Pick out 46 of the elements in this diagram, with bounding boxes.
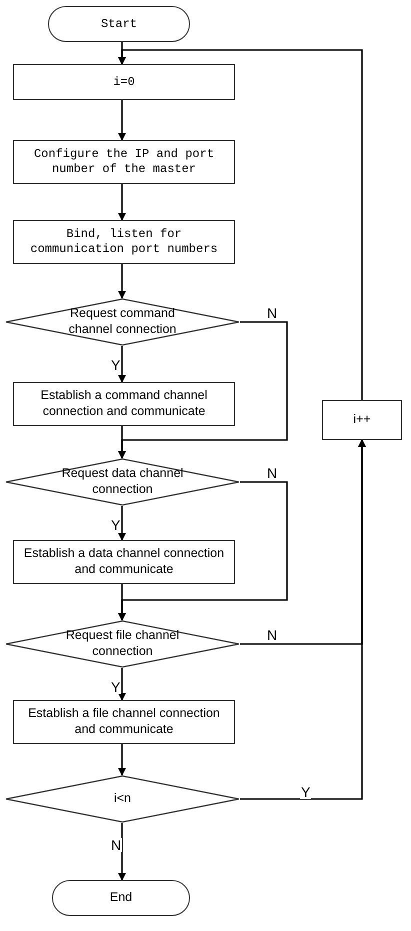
arrow [118,823,126,881]
node-text: Establish a command channel connection and communicate [40,388,208,420]
edge-label: N [266,306,278,320]
node-text: Bind, listen for communication port numbers [29,227,219,257]
arrow [118,100,126,141]
edge-label: Y [110,518,122,532]
node-text: Establish a file channel connection and communicate [27,706,221,738]
arrow [118,184,126,221]
edge-label: Y [110,358,122,372]
process-box [13,140,235,184]
node-text: i<n [114,791,132,807]
terminal-box [48,6,190,42]
arrow [118,49,363,400]
edge-label: N [266,466,278,480]
decision-diamond [5,775,240,823]
process-box [13,700,235,744]
arrow [118,668,126,701]
arrow [118,584,126,621]
edge-label: N [110,838,122,852]
node-text: i=0 [112,74,136,90]
process-box [322,400,402,440]
edge-label: Y [110,680,122,694]
process-box [13,220,235,264]
decision-diamond [5,620,240,668]
node-text: Configure the IP and port number of the master [32,147,216,177]
process-box [13,540,235,584]
terminal-box [52,880,190,916]
arrow [118,264,126,299]
node-text: End [108,890,134,906]
decision-diamond [5,458,240,506]
edge-label: N [266,628,278,642]
edge-label: Y [300,785,312,799]
arrow [118,744,126,776]
node-text: Request data channel connection [60,466,184,498]
arrow [118,346,126,383]
node-text: Start [100,16,138,32]
node-text: i++ [352,412,372,428]
arrow [118,426,126,459]
process-box [13,382,235,426]
process-box [13,64,235,100]
node-text: Request file channel connection [64,628,180,660]
node-text: Establish a data channel connection and communicate [22,546,226,578]
arrow [240,439,366,800]
arrow [118,506,126,541]
node-text: Request command channel connection [68,306,178,338]
decision-diamond [5,298,240,346]
